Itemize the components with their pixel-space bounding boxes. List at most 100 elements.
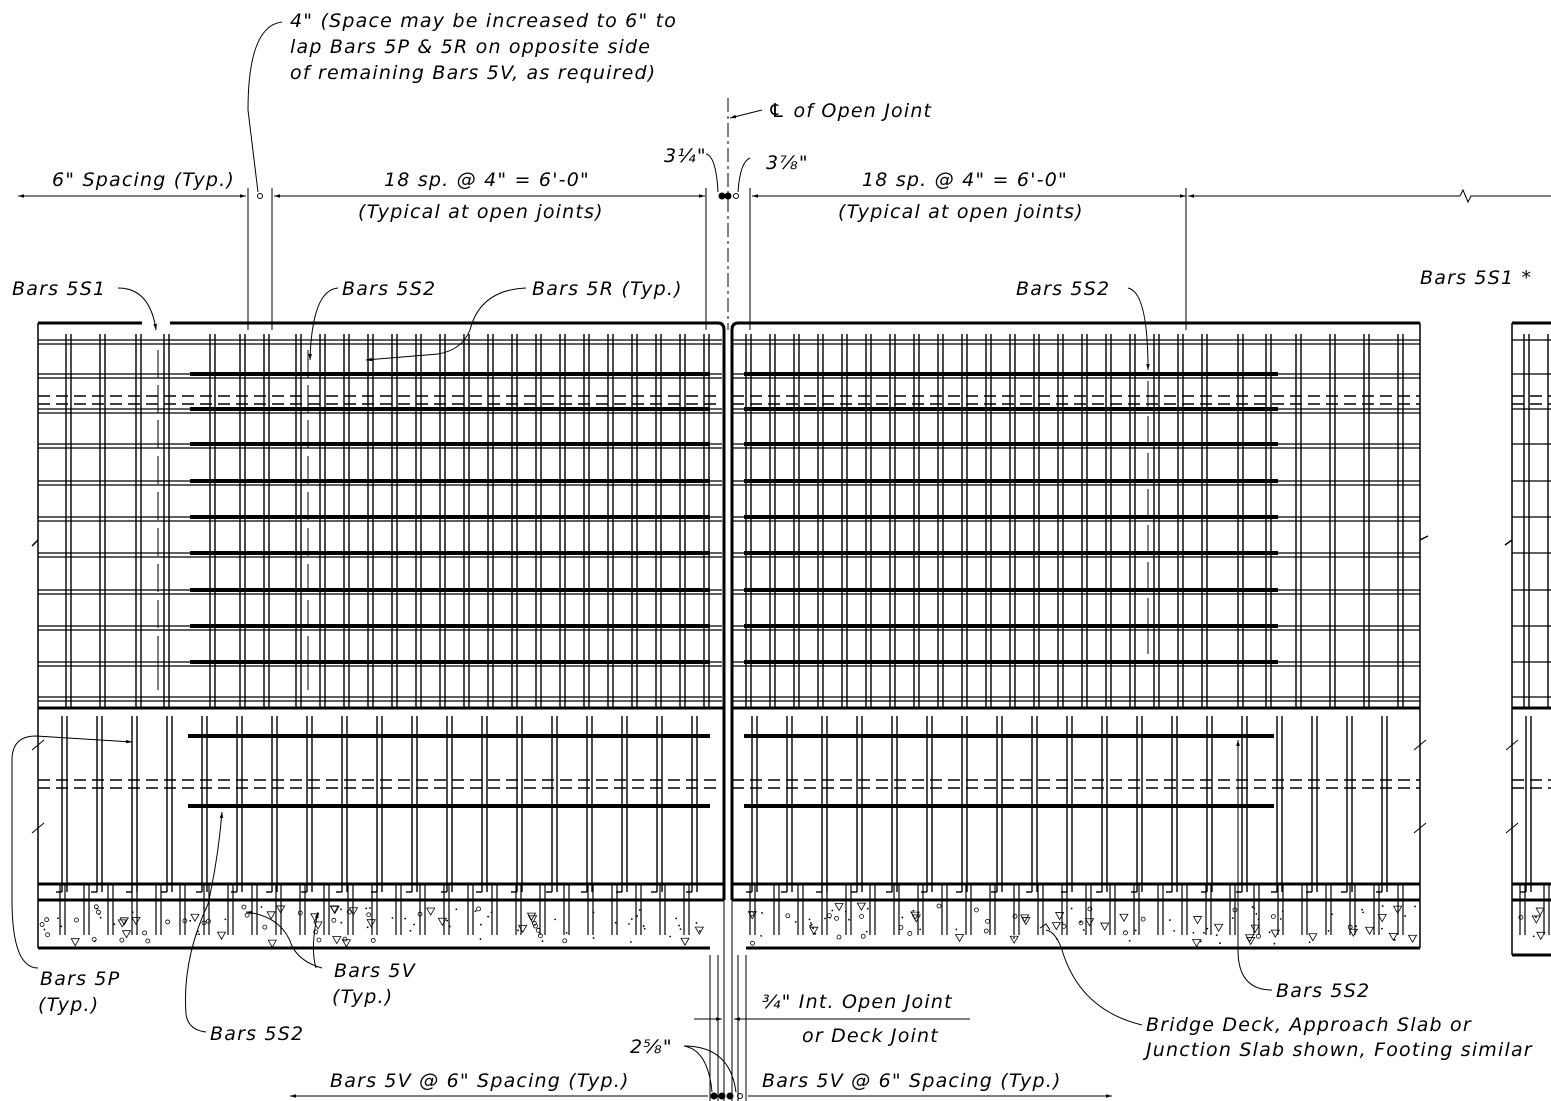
concrete-aggregate (1250, 924, 1260, 933)
concrete-aggregate (260, 906, 263, 908)
concrete-aggregate (592, 911, 595, 914)
space-note-line-3: of remaining Bars 5V, as required) (290, 62, 656, 84)
concrete-aggregate (487, 915, 490, 918)
concrete-aggregate (70, 938, 80, 947)
concrete-aggregate (1518, 914, 1524, 920)
concrete-aggregate (1381, 905, 1384, 907)
concrete-aggregate (1128, 939, 1131, 942)
concrete-aggregate (1308, 933, 1318, 942)
break-mark (1505, 822, 1519, 834)
concrete-aggregate (165, 919, 170, 925)
concrete-aggregate (391, 917, 394, 919)
concrete-aggregate (99, 916, 102, 919)
concrete-aggregate (366, 912, 372, 918)
concrete-aggregate (860, 933, 866, 939)
concrete-aggregate (826, 913, 832, 919)
concrete-aggregate (476, 906, 481, 912)
concrete-aggregate (1231, 917, 1234, 920)
concrete-aggregate (346, 909, 352, 915)
concrete-aggregate (1273, 942, 1276, 945)
concrete-aggregate (844, 910, 847, 913)
concrete-aggregate (761, 912, 763, 914)
span-left-sublabel: (Typical at open joints) (358, 201, 604, 223)
concrete-aggregate (297, 910, 303, 916)
concrete-aggregate (1123, 930, 1128, 936)
concrete-aggregate (680, 937, 690, 947)
concrete-aggregate (1087, 906, 1093, 912)
concrete-aggregate (1213, 923, 1224, 933)
bars-5v-spacing-right-label: Bars 5V @ 6" Spacing (Typ.) (762, 1070, 1062, 1092)
concrete-aggregate (1270, 929, 1280, 938)
concrete-aggregate (1079, 921, 1082, 923)
concrete-aggregate (810, 923, 813, 926)
concrete-aggregate (1381, 927, 1383, 930)
concrete-aggregate (695, 922, 698, 924)
concrete-aggregate (117, 919, 127, 928)
concrete-aggregate (275, 905, 286, 914)
concrete-stipple (39, 902, 1546, 948)
concrete-aggregate (614, 921, 617, 924)
concrete-aggregate (340, 921, 343, 924)
concrete-aggregate (1078, 920, 1084, 926)
concrete-aggregate (910, 911, 920, 920)
concrete-aggregate (628, 922, 630, 925)
concrete-aggregate (1347, 924, 1353, 930)
concrete-aggregate (1192, 916, 1203, 925)
space-note-line-2: lap Bars 5P & 5R on opposite side (290, 36, 651, 58)
concrete-aggregate (901, 916, 904, 919)
concrete-aggregate (824, 917, 826, 920)
concrete-aggregate (43, 928, 46, 931)
span-right-sublabel: (Typical at open joints) (838, 201, 1084, 223)
concrete-aggregate (809, 926, 819, 936)
concrete-aggregate (39, 922, 45, 927)
concrete-aggregate (936, 903, 942, 909)
concrete-aggregate (1192, 931, 1195, 934)
deck-label-line-1: Bridge Deck, Approach Slab or (1146, 1014, 1472, 1036)
concrete-aggregate (1140, 916, 1146, 922)
concrete-aggregate (856, 902, 867, 911)
concrete-aggregate (1388, 932, 1399, 942)
concrete-aggregate (1119, 913, 1129, 923)
bars-5p-label: Bars 5P (40, 968, 120, 990)
break-mark (1505, 739, 1519, 751)
concrete-aggregate (1061, 921, 1064, 924)
concrete-aggregate (1020, 914, 1030, 923)
concrete-aggregate (760, 934, 763, 937)
concrete-aggregate (426, 907, 436, 916)
concrete-aggregate (1051, 922, 1062, 931)
concrete-aggregate (145, 938, 151, 944)
concrete-aggregate (206, 918, 211, 924)
centerline-label: ℄ of Open Joint (768, 100, 933, 122)
concrete-aggregate (750, 940, 755, 946)
concrete-aggregate (370, 938, 376, 943)
space-note-line-1: 4" (Space may be increased to 6" to (290, 10, 677, 32)
concrete-aggregate (866, 907, 869, 910)
bars-5s2-bottom-left-label: Bars 5S2 (210, 1023, 304, 1045)
concrete-aggregate (527, 915, 538, 924)
concrete-aggregate (1407, 934, 1418, 944)
concrete-aggregate (198, 933, 201, 936)
concrete-aggregate (1251, 906, 1254, 908)
concrete-aggregate (1256, 933, 1261, 939)
concrete-aggregate (201, 920, 207, 926)
centerline-leader (729, 109, 763, 119)
concrete-aggregate (244, 912, 250, 918)
top-dimension-line (18, 21, 1551, 330)
left-wall-outline (38, 321, 726, 950)
concrete-aggregate (57, 917, 59, 920)
concrete-aggregate (554, 918, 557, 921)
concrete-aggregate (369, 907, 371, 909)
concrete-aggregate (1246, 937, 1256, 946)
concrete-aggregate (638, 909, 641, 911)
concrete-aggregate (531, 920, 537, 926)
concrete-aggregate (60, 925, 63, 928)
concrete-aggregate (1191, 939, 1202, 948)
concrete-aggregate (142, 930, 147, 936)
concrete-aggregate (1279, 918, 1282, 920)
dim-right-small: 3⅞" (766, 152, 809, 174)
concrete-aggregate (44, 917, 50, 923)
span-right-label: 18 sp. @ 4" = 6'-0" (862, 169, 1068, 191)
concrete-aggregate (794, 921, 797, 923)
concrete-aggregate (810, 922, 812, 924)
